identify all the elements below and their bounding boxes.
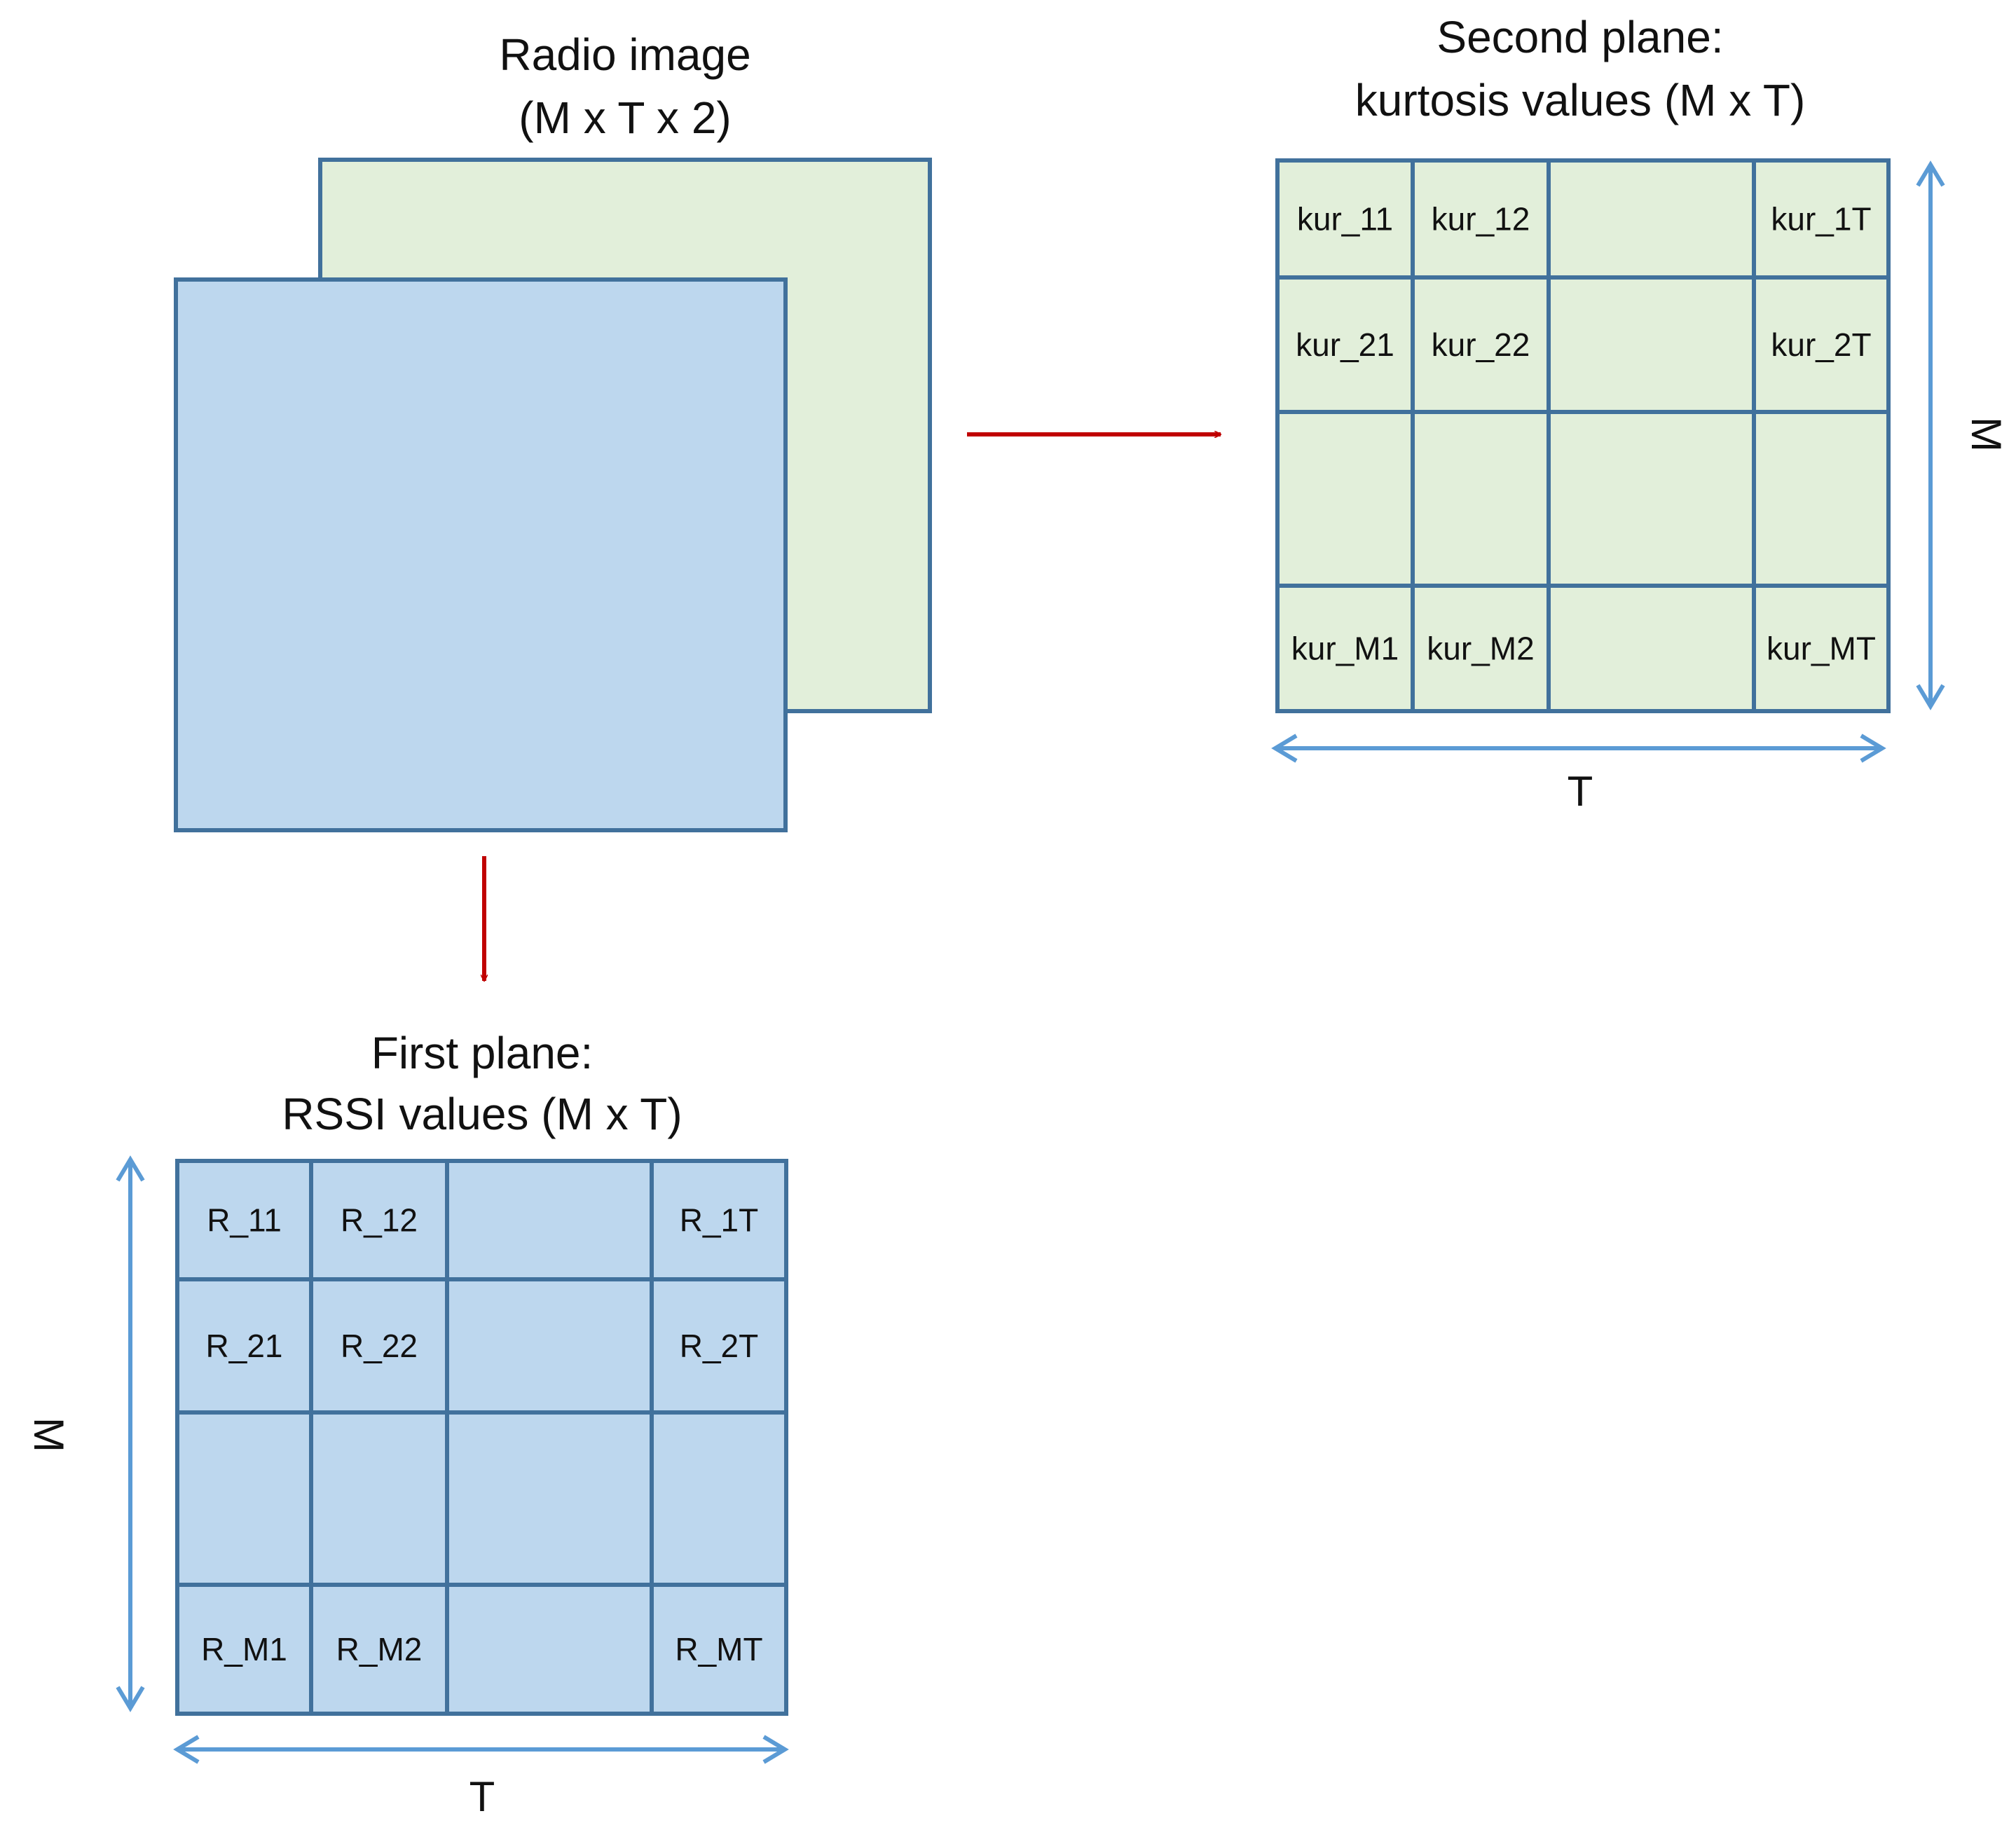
rssi-grid: R_11 R_12 R_1T R_21 R_22 R_2T R_M1 R_M2 R_MT	[175, 1159, 788, 1716]
kurtosis-grid-background	[1275, 158, 1891, 713]
second-plane-title-line1: Second plane:	[1436, 12, 1723, 62]
second-plane-rows-dimension: M	[1916, 160, 2010, 710]
radio-image-title-line2: (M x T x 2)	[519, 92, 731, 143]
rssi-cell-label: R_1T	[680, 1202, 758, 1239]
first-plane-rows-dimension: M	[25, 1155, 145, 1712]
kurtosis-cell-label: kur_22	[1432, 326, 1530, 363]
first-plane-rows-label: M	[25, 1417, 72, 1452]
kurtosis-cell-label: kur_MT	[1767, 631, 1876, 667]
first-plane-cols-dimension: T	[173, 1735, 789, 1820]
kurtosis-cell-label: kur_12	[1432, 201, 1530, 238]
rssi-cell-label: R_21	[206, 1328, 283, 1364]
kurtosis-cell-label: kur_21	[1296, 326, 1394, 363]
rssi-cell-label: R_M2	[336, 1631, 423, 1667]
second-plane: Second plane: kurtosis values (M x T) ku…	[1271, 12, 2010, 815]
second-plane-cols-label: T	[1568, 768, 1593, 815]
second-plane-title-line2: kurtosis values (M x T)	[1355, 75, 1806, 125]
rssi-cell-label: R_2T	[680, 1328, 758, 1364]
kurtosis-cell-label: kur_M2	[1427, 631, 1534, 667]
first-plane-title-line2: RSSI values (M x T)	[282, 1089, 682, 1139]
radio-image-title-line1: Radio image	[499, 29, 750, 80]
rssi-grid-background	[175, 1159, 788, 1716]
radio-image-stack: Radio image (M x T x 2)	[174, 29, 932, 832]
rssi-cell-label: R_MT	[675, 1631, 762, 1667]
first-plane-title-line1: First plane:	[371, 1028, 594, 1078]
front-plane-blue	[174, 277, 788, 832]
second-plane-cols-dimension: T	[1271, 734, 1886, 815]
rssi-cell-label: R_22	[341, 1328, 418, 1364]
rssi-cell-label: R_12	[341, 1202, 418, 1239]
first-plane-cols-label: T	[469, 1773, 495, 1820]
kurtosis-cell-label: kur_2T	[1771, 326, 1871, 363]
rssi-cell-label: R_M1	[201, 1631, 287, 1667]
second-plane-rows-label: M	[1963, 417, 2010, 452]
kurtosis-grid: kur_11 kur_12 kur_1T kur_21 kur_22 kur_2T kur_…	[1275, 158, 1891, 713]
rssi-cell-label: R_11	[207, 1202, 282, 1239]
kurtosis-cell-label: kur_1T	[1771, 201, 1871, 238]
kurtosis-cell-label: kur_M1	[1291, 631, 1399, 667]
kurtosis-cell-label: kur_11	[1297, 201, 1393, 238]
